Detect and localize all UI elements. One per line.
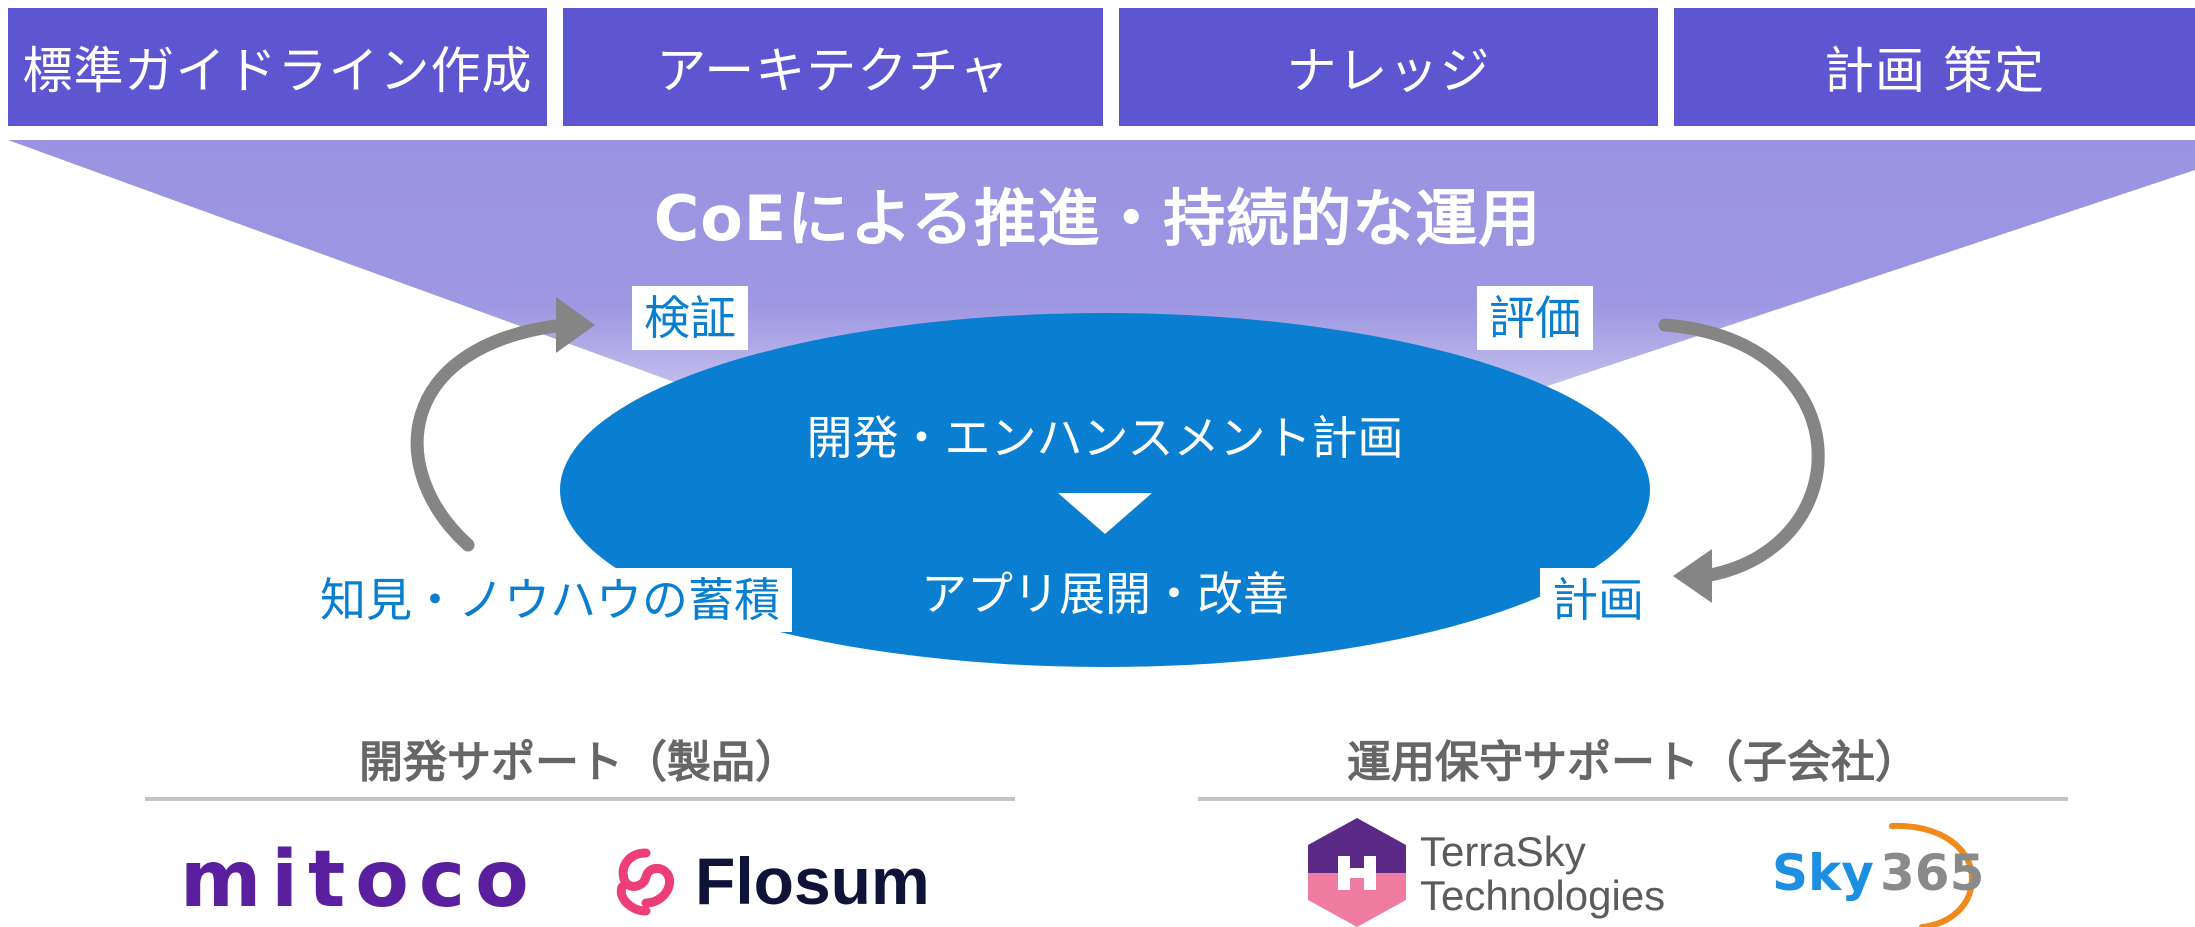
terrasky-icon [1308, 818, 1406, 927]
mitoco-logo-text: mitoco [180, 835, 539, 925]
label-evaluate: 評価 [1477, 286, 1593, 350]
mitoco-logo: mitoco [180, 835, 540, 925]
flosum-icon [616, 848, 674, 916]
terrasky-line2-text: Technologies [1420, 872, 1666, 919]
sky365-ring-icon [1889, 822, 1976, 927]
left-curved-arrow-icon [410, 318, 570, 552]
dev-support-divider [145, 797, 1015, 801]
tab-architecture: アーキテクチャ [563, 8, 1103, 126]
dev-enhancement-plan-text: 開発・エンハンスメント計画 [806, 411, 1404, 465]
terrasky-technologies-logo: TerraSky Technologies [1308, 818, 1688, 927]
tab-planning: 計画 策定 [1674, 8, 2195, 126]
ops-support-title: 運用保守サポート（子会社） [1347, 737, 1919, 788]
tab-knowledge: ナレッジ [1119, 8, 1658, 126]
sky365-num-text: 365 [1880, 844, 1985, 902]
flosum-logo: Flosum [610, 843, 950, 923]
ops-support-divider [1198, 797, 2068, 801]
app-deploy-improve-text: アプリ展開・改善 [921, 567, 1289, 621]
coe-title: CoEによる推進・持続的な運用 [653, 182, 1542, 255]
tab-standard-guideline: 標準ガイドライン作成 [8, 8, 547, 126]
terrasky-line1-text: TerraSky [1420, 828, 1586, 875]
label-knowledge-accumulation: 知見・ノウハウの蓄積 [308, 568, 792, 632]
right-curved-arrow-icon [1658, 318, 1825, 582]
label-plan: 計画 [1540, 568, 1656, 632]
down-arrow-icon [1058, 493, 1152, 534]
flosum-logo-text: Flosum [695, 844, 930, 918]
dev-support-title: 開発サポート（製品） [359, 737, 799, 788]
ellipse-shape [560, 313, 1650, 667]
label-verify: 検証 [632, 286, 748, 350]
sky365-logo: Sky 365 [1772, 820, 1992, 927]
sky365-sky-text: Sky [1772, 844, 1874, 902]
